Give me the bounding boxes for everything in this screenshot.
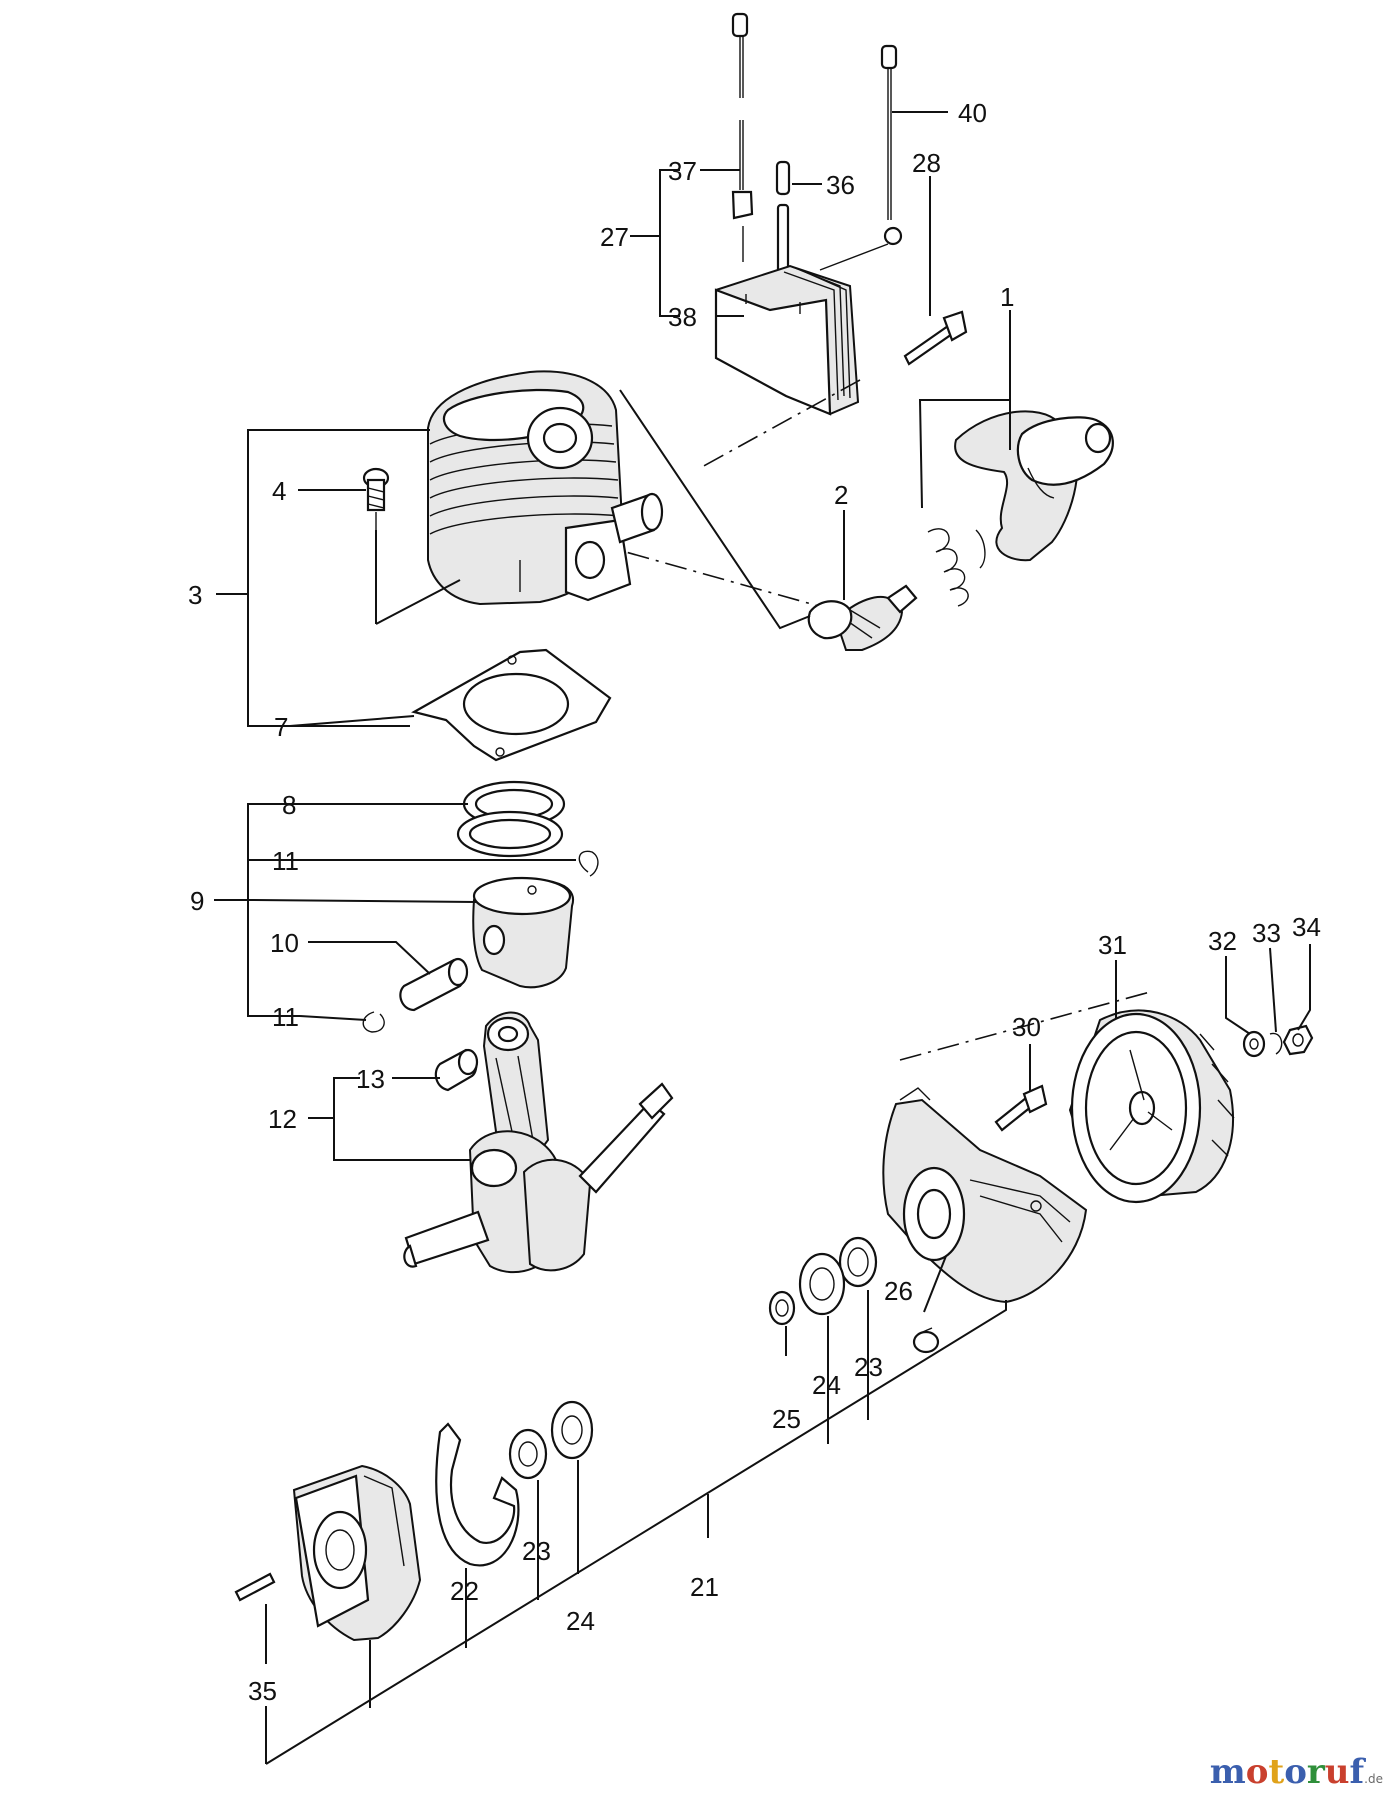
crankshaft-icon <box>403 1011 674 1274</box>
circlip-icon <box>362 850 599 1033</box>
label-part-35: 35 <box>248 1676 277 1706</box>
label-part-22: 22 <box>450 1576 479 1606</box>
label-part-12: 12 <box>268 1104 297 1134</box>
label-part-30: 30 <box>1012 1012 1041 1042</box>
bolt-28-icon <box>903 310 968 366</box>
label-part-10: 10 <box>270 928 299 958</box>
label-part-26: 26 <box>884 1276 913 1306</box>
label-part-33: 33 <box>1252 918 1281 948</box>
label-part-8: 8 <box>282 790 296 820</box>
label-part-36: 36 <box>826 170 855 200</box>
label-part-24-lower: 24 <box>566 1606 595 1636</box>
muffler-icon <box>714 264 860 416</box>
watermark-suffix: .de <box>1364 1772 1383 1786</box>
bearings-upper-icon <box>768 1236 878 1326</box>
label-part-32: 32 <box>1208 926 1237 956</box>
bearings-lower-icon <box>508 1400 594 1480</box>
leader-lines <box>214 111 1311 1765</box>
piston-rings-icon <box>456 780 566 858</box>
label-part-2: 2 <box>834 480 848 510</box>
watermark-wordmark: motoruf <box>1210 1752 1364 1792</box>
watermark-letter: o <box>1284 1752 1307 1792</box>
ignition-wire-assembly <box>731 12 903 277</box>
watermark-letter: o <box>1245 1752 1269 1792</box>
air-guide-icon <box>927 410 1114 607</box>
label-part-13: 13 <box>356 1064 385 1094</box>
motoruf-watermark: motoruf.de <box>1210 1752 1383 1792</box>
watermark-letter: r <box>1306 1752 1325 1792</box>
label-part-3: 3 <box>188 580 202 610</box>
label-part-31: 31 <box>1098 930 1127 960</box>
bolt-4-icon <box>362 467 390 530</box>
crankcase-left-icon <box>234 1464 422 1642</box>
plug-26-icon <box>912 1327 940 1354</box>
watermark-letter: u <box>1324 1752 1350 1792</box>
watermark-letter: f <box>1349 1752 1365 1792</box>
label-part-4: 4 <box>272 476 286 506</box>
label-part-23-lower: 23 <box>522 1536 551 1566</box>
label-part-7: 7 <box>274 712 288 742</box>
label-part-24-upper: 24 <box>812 1370 841 1400</box>
watermark-letter: t <box>1268 1752 1285 1792</box>
spark-plug-icon <box>807 584 918 651</box>
part-labels: 40 37 36 28 27 38 1 2 4 3 7 8 11 9 10 11… <box>188 98 1321 1706</box>
label-part-11-upper: 11 <box>272 846 299 876</box>
label-part-25: 25 <box>772 1404 801 1434</box>
washers-nut-icon <box>1242 1024 1314 1058</box>
crankcase-right-icon <box>882 1087 1088 1304</box>
flywheel-icon <box>1068 1009 1235 1204</box>
label-part-11-lower: 11 <box>272 1002 299 1032</box>
cylinder-icon <box>427 370 664 606</box>
label-part-38: 38 <box>668 302 697 332</box>
label-part-40: 40 <box>958 98 987 128</box>
watermark-letter: m <box>1209 1752 1246 1792</box>
label-part-28: 28 <box>912 148 941 178</box>
label-part-21: 21 <box>690 1572 719 1602</box>
crankcase-gasket-icon <box>435 1422 520 1567</box>
cylinder-gasket-icon <box>411 648 612 762</box>
piston-icon <box>399 876 574 1012</box>
label-part-1: 1 <box>1000 282 1014 312</box>
label-part-37: 37 <box>668 156 697 186</box>
label-part-9: 9 <box>190 886 204 916</box>
label-part-23-upper: 23 <box>854 1352 883 1382</box>
label-part-34: 34 <box>1292 912 1321 942</box>
label-part-27: 27 <box>600 222 629 252</box>
bolt-30-icon <box>994 1084 1048 1132</box>
